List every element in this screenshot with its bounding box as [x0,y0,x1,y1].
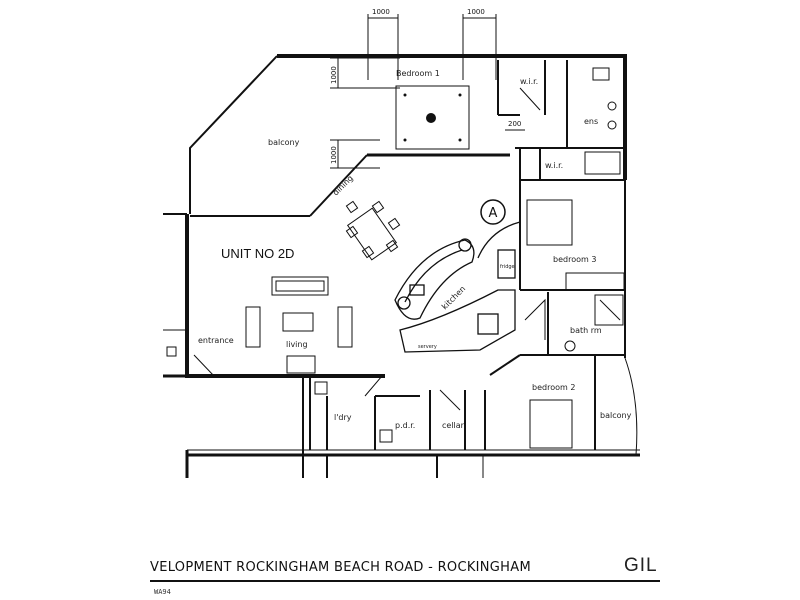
title-right: GIL [624,555,658,576]
dimension-top-right: 1000 [467,8,485,16]
reference-code: WA94 [154,588,171,596]
dimension-small: 200 [508,120,521,128]
room-label-bedroom3: bedroom 3 [553,255,596,264]
room-label-pdr: p.d.r. [395,421,415,430]
kitchen-island [394,221,521,353]
title-rule [150,580,660,582]
room-label-balcony-right: balcony [600,411,632,420]
living-furniture [245,276,353,374]
room-label-fridge: fridge [500,264,515,270]
dimension-lines [330,14,525,169]
room-label-bedroom2: bedroom 2 [532,383,575,392]
dimension-left-upper: 1000 [330,66,338,84]
room-label-ens: ens [584,117,598,126]
room-label-wir-2: w.i.r. [545,161,563,170]
marker-circle [480,199,506,225]
dimension-left-lower: 1000 [330,146,338,164]
room-label-living: living [286,340,308,349]
room-label-wir: w.i.r. [520,77,538,86]
exterior-walls [163,54,640,478]
development-title: VELOPMENT ROCKINGHAM BEACH ROAD - ROCKIN… [150,560,531,575]
room-label-bedroom1: Bedroom 1 [396,69,440,78]
room-label-balcony-top: balcony [268,138,300,147]
unit-label: UNIT NO 2D [221,246,294,261]
dining-table [345,200,401,261]
marker-label: A [489,206,498,221]
interior-walls [166,60,638,456]
bedroom1-ceiling-feature [403,93,462,142]
dimension-top-left: 1000 [372,8,390,16]
room-label-servery: servery [418,344,437,350]
room-label-dining: dining [331,174,355,198]
marker-a: A [480,199,506,225]
room-label-ldry: l'dry [334,413,352,422]
title-strip: VELOPMENT ROCKINGHAM BEACH ROAD - ROCKIN… [150,555,800,587]
room-label-entrance: entrance [198,336,234,345]
room-label-bathrm: bath rm [570,326,602,335]
room-label-cellar: cellar [442,421,465,430]
